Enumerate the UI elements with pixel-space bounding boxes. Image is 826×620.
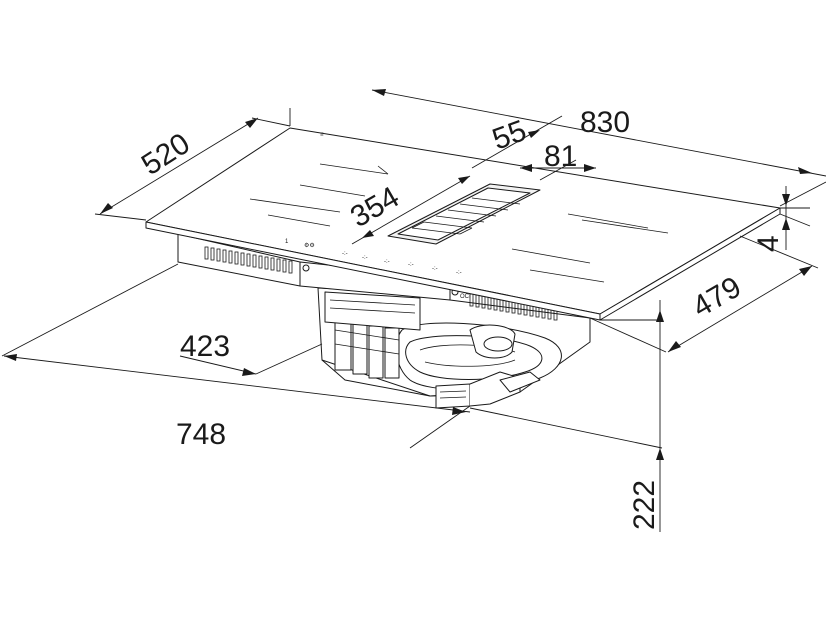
dim-748-label: 748 xyxy=(176,418,226,451)
svg-text:-:-: -:- xyxy=(342,251,348,257)
dim-479-label: 479 xyxy=(687,270,747,324)
dim-520-label: 520 xyxy=(136,127,196,182)
dim-423-label: 423 xyxy=(180,330,230,363)
dim-222-label: 222 xyxy=(628,480,661,530)
dimension-lines xyxy=(1,89,826,532)
extraction-unit xyxy=(317,287,591,409)
svg-text:-:-: -:- xyxy=(384,259,390,265)
svg-text:-:-: -:- xyxy=(432,266,438,272)
cooking-zones-left xyxy=(249,163,389,227)
svg-text:-:-: -:- xyxy=(408,262,414,268)
svg-text:-:-: -:- xyxy=(362,255,368,261)
downdraft-vent xyxy=(387,183,541,245)
dim-4-label: 4 xyxy=(752,235,785,252)
svg-text:⚙⚙: ⚙⚙ xyxy=(304,242,315,249)
svg-text:≡: ≡ xyxy=(320,132,324,138)
dim-81-label: 81 xyxy=(544,140,577,173)
cooking-zones-right xyxy=(511,213,669,283)
svg-text:-:-: -:- xyxy=(456,270,462,276)
dim-55-label: 55 xyxy=(488,114,531,156)
svg-text:1: 1 xyxy=(285,239,289,245)
svg-text:OCI: OCI xyxy=(460,294,471,300)
glass-top: 1 ⚙⚙ -:- -:- -:- -:- -:- -:- ≡ OCI xyxy=(145,127,781,321)
touch-controls: 1 ⚙⚙ -:- -:- -:- -:- -:- -:- ≡ OCI xyxy=(285,132,471,300)
dim-830-label: 830 xyxy=(580,106,630,139)
vent-slots-left xyxy=(204,246,293,274)
